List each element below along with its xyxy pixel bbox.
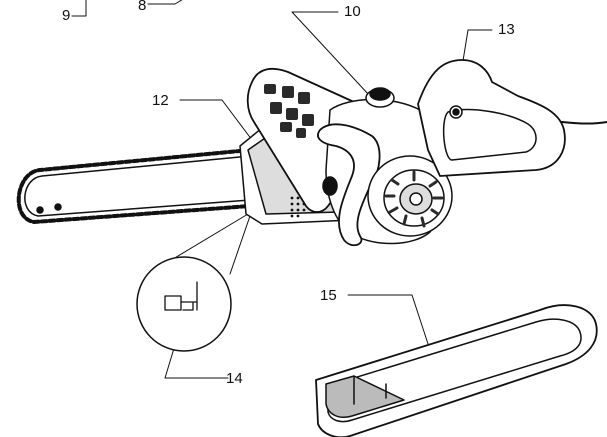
saw-chain: [16, 148, 252, 224]
bar-hole-2: [54, 203, 62, 211]
callout-13: 13: [498, 21, 515, 38]
front-handle-bar: [317, 123, 381, 247]
leader-8: [147, 0, 183, 5]
callout-8: 8: [138, 0, 147, 14]
cap-vents: [384, 170, 444, 228]
detail-rod: [180, 281, 198, 311]
callout-14: 14: [226, 370, 243, 387]
leader-9: [71, 0, 87, 17]
detail-leader-right: [229, 215, 251, 275]
callout-15: 15: [320, 287, 337, 304]
bar-body: [24, 155, 251, 217]
leader-15: [347, 294, 431, 351]
bar-hole-1: [36, 206, 44, 214]
detail-block: [164, 295, 182, 311]
power-cord: [561, 121, 607, 125]
cover-channel: [325, 375, 405, 418]
rear-handle: [417, 59, 607, 177]
motor-end-cap: [367, 155, 453, 237]
callout-10: 10: [344, 3, 361, 20]
guide-bar: [16, 148, 252, 224]
leader-12: [179, 99, 253, 141]
guide-bar-cover: [315, 304, 598, 437]
guard-slots: [264, 84, 314, 138]
callout-12: 12: [152, 92, 169, 109]
callout-9: 9: [62, 7, 71, 24]
detail-inset: [136, 256, 232, 352]
